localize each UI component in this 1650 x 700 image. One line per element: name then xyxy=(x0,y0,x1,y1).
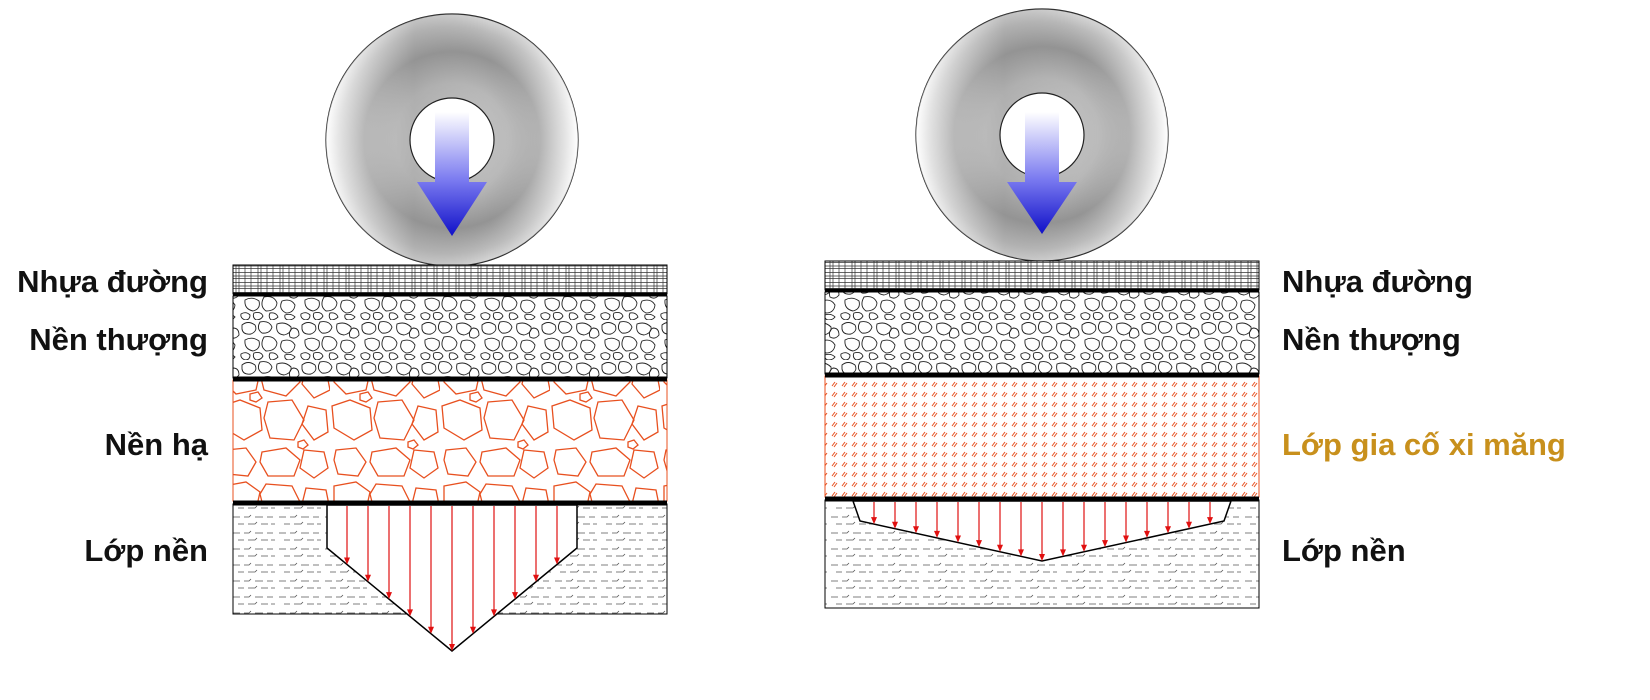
stress-arrowhead xyxy=(512,592,518,600)
label-subbase: Nền hạ xyxy=(104,427,208,462)
stress-arrowhead xyxy=(976,540,982,548)
stress-arrowhead xyxy=(1207,517,1213,525)
label-cement-layer: Lớp gia cố xi măng xyxy=(1282,427,1566,462)
label-base: Nền thượng xyxy=(29,322,208,357)
stress-arrowhead xyxy=(955,535,961,543)
layer-dividers xyxy=(825,288,1259,502)
stress-arrowhead xyxy=(892,521,898,529)
asphalt-layer xyxy=(232,264,668,295)
stress-arrowhead xyxy=(407,609,413,617)
label-asphalt: Nhựa đường xyxy=(1282,264,1473,299)
stress-arrowhead xyxy=(1081,544,1087,552)
right-panel xyxy=(824,8,1260,609)
label-base: Nền thượng xyxy=(1282,322,1461,357)
stress-arrowhead xyxy=(386,592,392,600)
stress-arrowhead xyxy=(428,626,434,634)
stress-arrowhead xyxy=(1186,521,1192,529)
stress-arrowhead xyxy=(344,557,350,565)
cement-layer xyxy=(824,375,1260,498)
left-panel xyxy=(232,13,668,652)
stress-arrowhead xyxy=(934,530,940,538)
down-arrow-icon xyxy=(1007,112,1077,234)
base-layer xyxy=(232,295,668,379)
stress-distribution xyxy=(326,504,578,652)
stress-arrowhead xyxy=(470,626,476,634)
stress-arrowhead xyxy=(997,544,1003,552)
stress-arrowhead xyxy=(1144,530,1150,538)
label-subgrade: Lớp nền xyxy=(84,533,208,568)
stress-arrowhead xyxy=(449,644,455,651)
base-layer xyxy=(824,291,1260,375)
down-arrow-icon xyxy=(417,112,487,236)
subbase-layer xyxy=(232,379,668,502)
stress-arrowhead xyxy=(1123,535,1129,543)
stress-arrowhead xyxy=(365,574,371,582)
stress-arrowhead xyxy=(1018,549,1024,557)
asphalt-layer xyxy=(824,260,1260,291)
stress-distribution xyxy=(851,500,1233,562)
stress-arrowhead xyxy=(491,609,497,617)
label-asphalt: Nhựa đường xyxy=(17,264,208,299)
stress-arrowhead xyxy=(871,517,877,525)
layer-dividers xyxy=(233,292,667,506)
stress-arrowhead xyxy=(533,574,539,582)
stress-arrowhead xyxy=(554,557,560,565)
stress-arrowhead xyxy=(913,526,919,534)
label-subgrade: Lớp nền xyxy=(1282,533,1406,568)
stress-arrowhead xyxy=(1060,549,1066,557)
stress-arrowhead xyxy=(1102,540,1108,548)
stress-arrowhead xyxy=(1165,526,1171,534)
stress-arrowhead xyxy=(1039,554,1045,561)
